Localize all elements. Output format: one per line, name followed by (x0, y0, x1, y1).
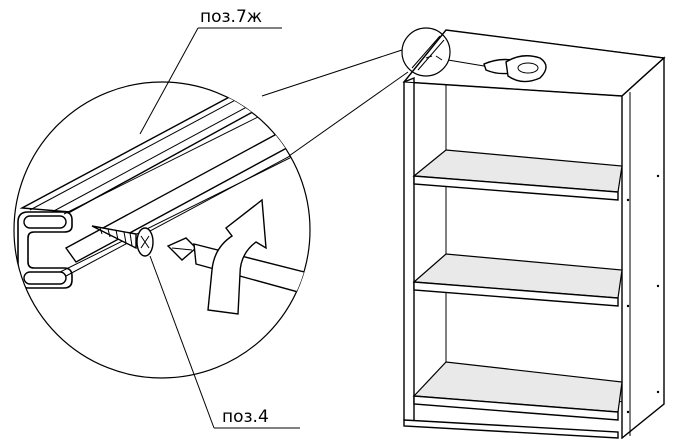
rotation-arrow (207, 198, 267, 315)
small-screwdriver-shaft (447, 59, 485, 67)
hole-mark-1 (656, 174, 660, 178)
hole-mark-5 (626, 304, 630, 308)
rail-lower-face (64, 115, 310, 263)
hole-mark-2 (656, 284, 660, 288)
label-part-4-group: поз.4 (149, 255, 300, 429)
label-7zh-leader (139, 27, 199, 135)
small-screwdriver-grip (517, 62, 539, 74)
bookcase-front-top-edge (403, 81, 623, 97)
screw (91, 225, 154, 257)
hole-mark-6 (626, 410, 630, 414)
rail-edge-1 (29, 87, 259, 211)
small-screwdriver-handle (505, 55, 547, 83)
bookcase-plinth (403, 419, 619, 439)
rail-edge-4 (65, 139, 310, 277)
hole-mark-4 (626, 198, 630, 202)
hole-mark-3 (656, 390, 660, 394)
channel-slot-top (23, 215, 67, 229)
bookcase (401, 27, 666, 439)
callout-screw-marks (425, 55, 443, 61)
screw-shank (91, 225, 137, 250)
detail-connector-upper (261, 49, 403, 97)
bottom-shelf-front (413, 395, 619, 421)
shelf-1-front (413, 175, 619, 201)
label-part-4: поз.4 (222, 407, 269, 427)
callout-circle (401, 27, 451, 77)
small-screwdriver (447, 55, 547, 83)
screw-thread (99, 227, 133, 247)
channel-slot-bottom (23, 271, 67, 285)
bookcase-right-side (621, 56, 665, 439)
rail-edge-5 (39, 147, 310, 283)
callout-rail-lines (411, 35, 445, 71)
bookcase-left-side (403, 76, 415, 428)
detail-connector-lower (288, 71, 409, 157)
rail-edge-2 (51, 87, 283, 213)
detail-circle (13, 81, 311, 379)
screw-cross-slot (140, 235, 150, 249)
shelf-2-front (413, 281, 619, 307)
label-part-7zh-group: поз.7ж (139, 7, 282, 135)
label-part-7zh: поз.7ж (200, 7, 262, 27)
label-4-leader (149, 255, 215, 429)
detail-view (13, 81, 311, 379)
screwdriver-tip-line (171, 247, 193, 251)
